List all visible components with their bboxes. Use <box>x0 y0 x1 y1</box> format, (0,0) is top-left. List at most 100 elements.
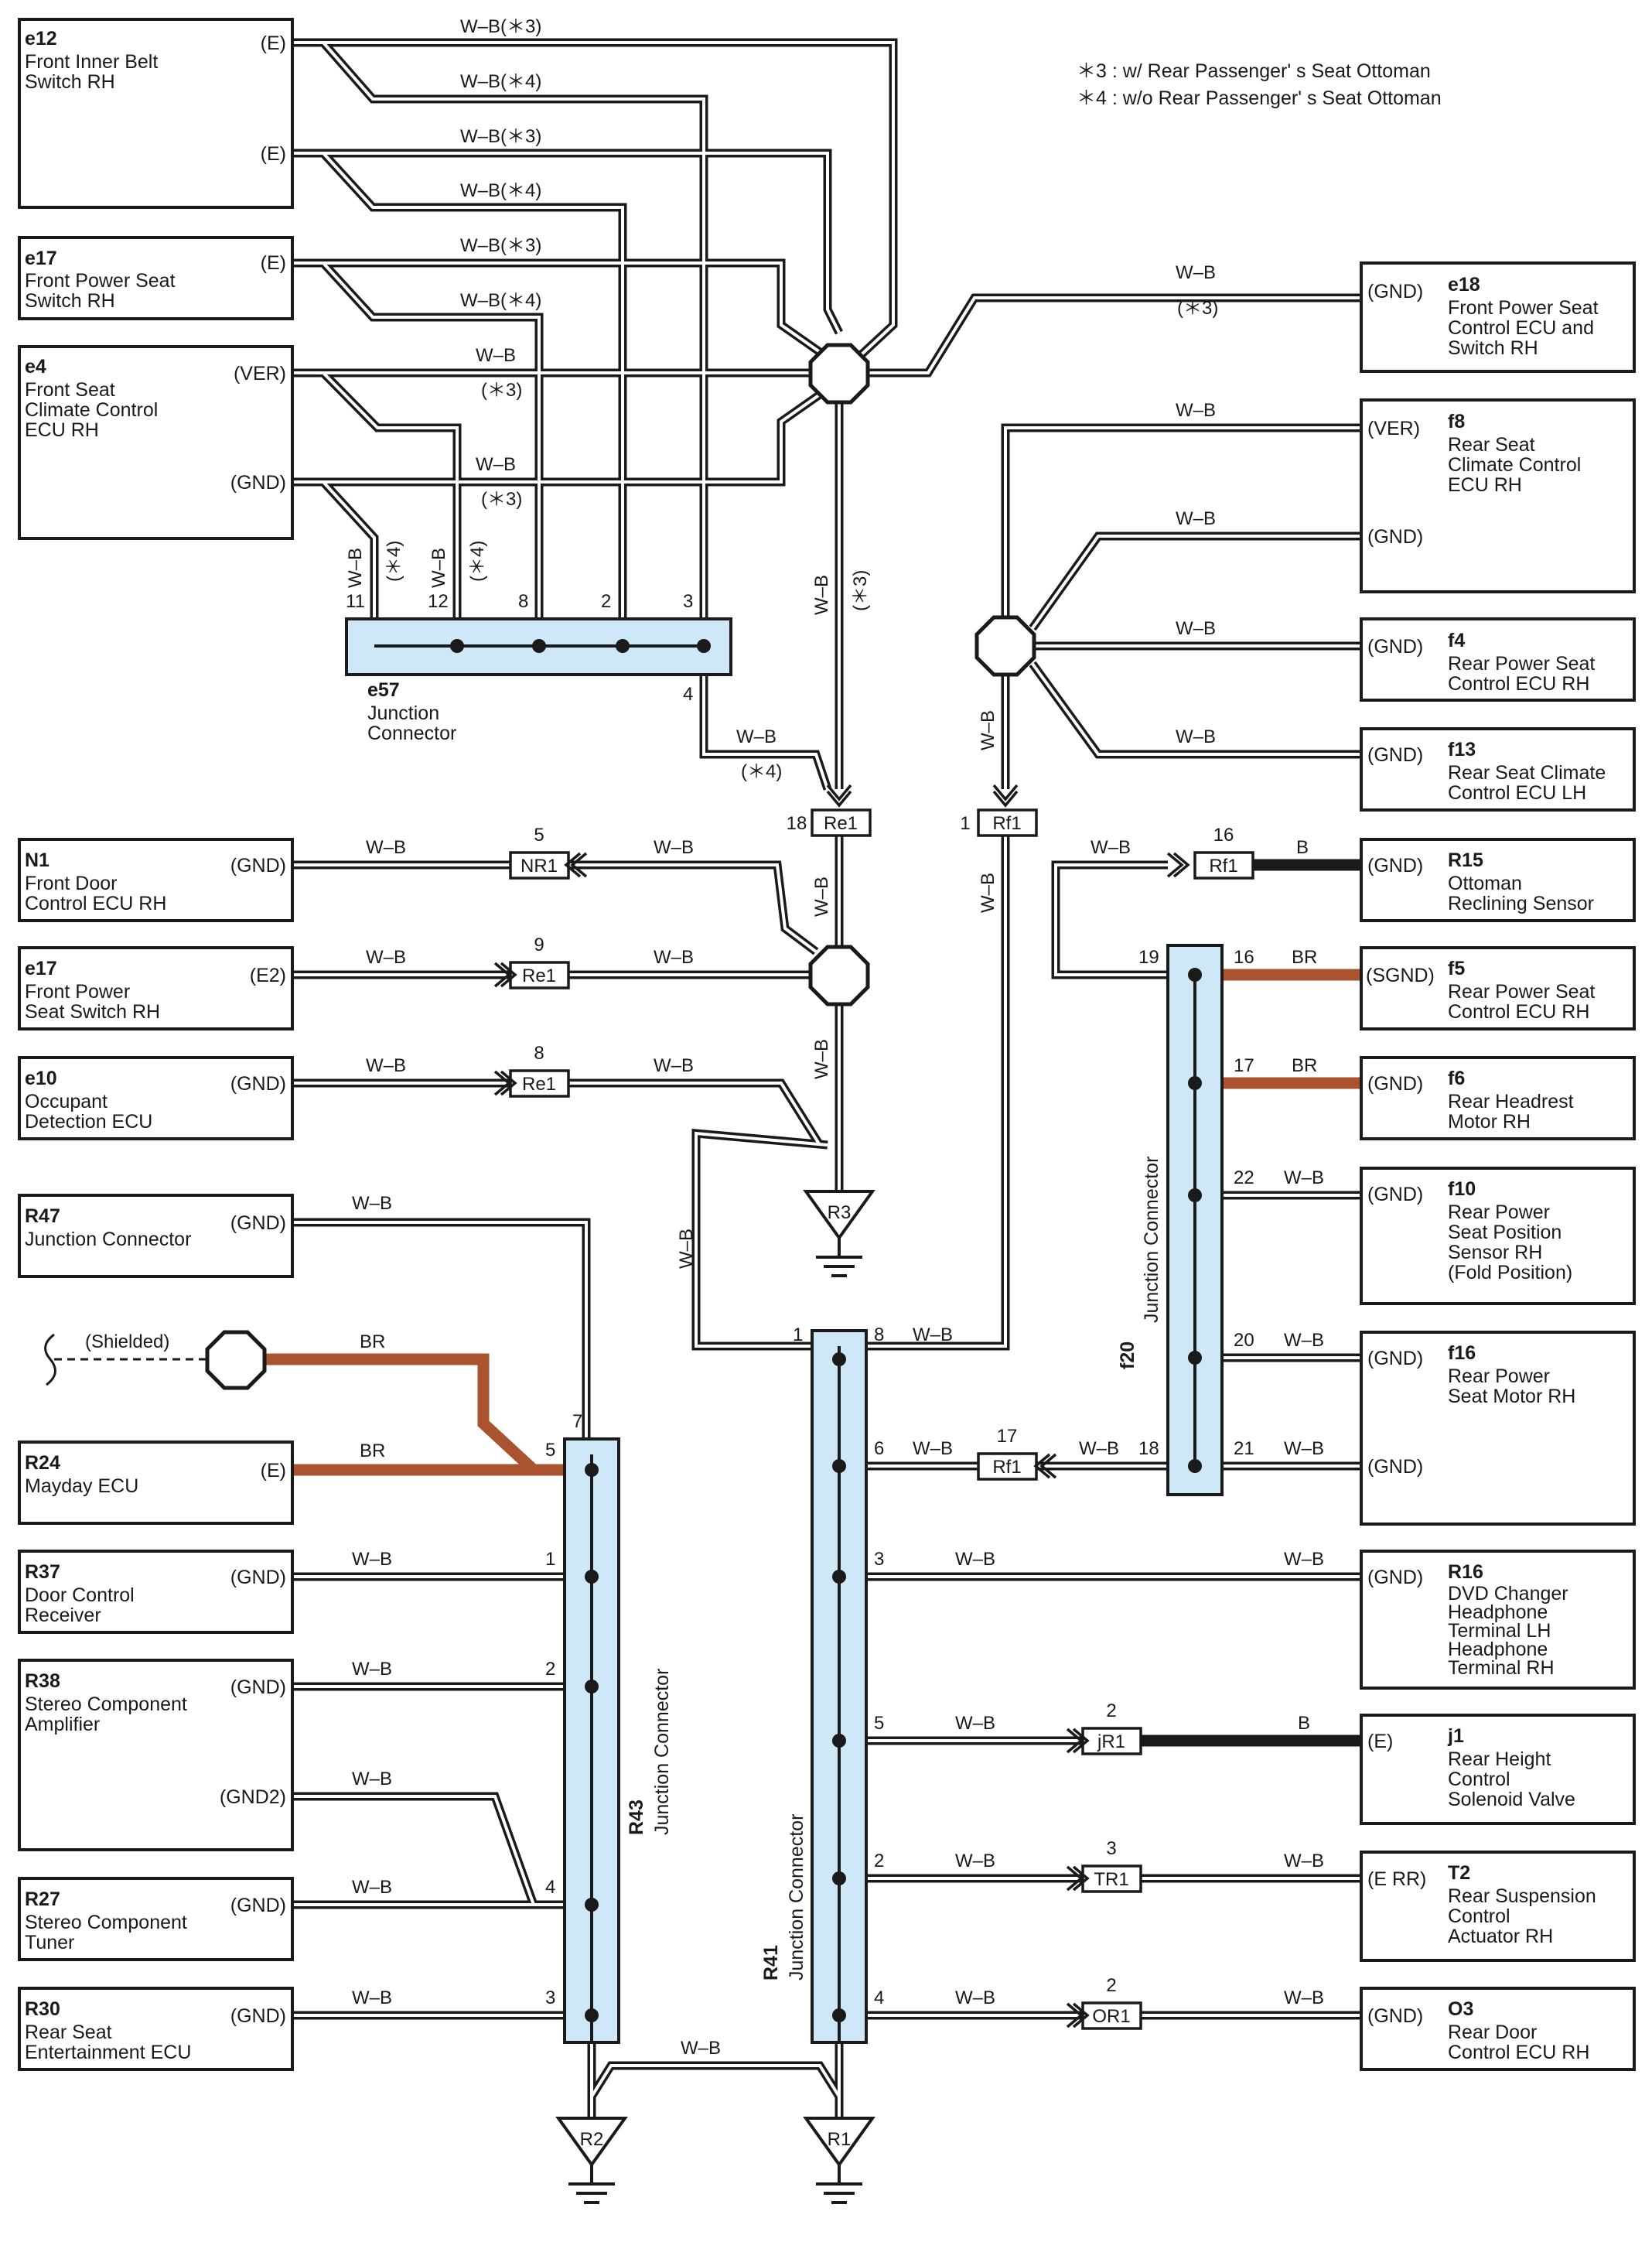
wire-label: W–B <box>955 1713 995 1734</box>
wire-label: W–B <box>1091 837 1131 858</box>
inline-connector-rf1-b: Rf1 16 <box>1166 825 1254 880</box>
pin-label: (GND) <box>1367 2005 1423 2027</box>
pin-label: (GND) <box>1367 636 1423 658</box>
wire-label: W–B <box>366 947 406 968</box>
wire <box>588 2061 843 2099</box>
pin-number: 12 <box>428 591 449 612</box>
connector-code: R37 <box>25 1561 60 1583</box>
connector-e17a: e17 Front Power Seat Switch RH (E) <box>25 248 286 312</box>
connector-r24-box <box>18 1441 294 1525</box>
connector-e4-box <box>18 345 294 540</box>
connector-line: Switch RH <box>25 71 115 93</box>
inline-connector-rf1-a: Rf1 1 <box>960 784 1038 837</box>
ground-label: R3 <box>828 1202 852 1223</box>
pin-number: 22 <box>1234 1167 1254 1188</box>
wire-core <box>590 2064 841 2098</box>
wire-label: W–B <box>352 1193 392 1214</box>
wire-label: (Shielded) <box>85 1331 169 1352</box>
svg-text:2: 2 <box>1106 1975 1116 1996</box>
wire-label: BR <box>1292 947 1317 968</box>
connector-line: DVD Changer <box>1448 1583 1568 1605</box>
pin-label: (GND) <box>230 2005 286 2027</box>
svg-text:Rf1: Rf1 <box>992 813 1021 834</box>
connector-line: Door Control <box>25 1584 135 1606</box>
ground-r3: R3 <box>803 1190 875 1277</box>
wire-label: W–B <box>1284 1167 1324 1188</box>
connector-line: Terminal LH <box>1448 1620 1551 1642</box>
connector-f16: (GND) (GND) f16 Rear Power Seat Motor RH <box>1367 1342 1575 1478</box>
connector-code: R47 <box>25 1205 60 1227</box>
connector-code: f5 <box>1448 958 1465 979</box>
connector-e10: e10 Occupant Detection ECU (GND) <box>25 1068 286 1133</box>
wire-label: W–B <box>1176 618 1216 639</box>
connector-o3: (GND) O3 Rear Door Control ECU RH <box>1367 1998 1589 2063</box>
wire-label: (＊3) <box>1177 298 1218 319</box>
pin-label: (GND) <box>230 1676 286 1698</box>
wire-core <box>292 261 821 354</box>
pin-label: (E RR) <box>1367 1868 1426 1890</box>
connector-f6: (GND) f6 Rear Headrest Motor RH <box>1367 1068 1574 1133</box>
wire-label: W–B <box>913 1324 953 1345</box>
wire-label: (＊4) <box>384 541 404 582</box>
pin-number: 4 <box>683 684 693 705</box>
connector-f8: (VER) (GND) f8 Rear Seat Climate Control… <box>1367 411 1581 548</box>
connector-line: Rear Suspension <box>1448 1885 1596 1907</box>
connector-f10-box <box>1360 1167 1636 1305</box>
connector-code: e17 <box>25 248 57 269</box>
connector-line: Junction Connector <box>25 1229 191 1250</box>
pin-label: (GND) <box>230 855 286 877</box>
wire-label: W–B(＊4) <box>460 290 541 311</box>
inline-connector-jr1: jR1 2 <box>1066 1700 1142 1755</box>
pin-number: 5 <box>545 1440 555 1461</box>
connector-line: Front Inner Belt <box>25 51 158 73</box>
connector-e17b: e17 Front Power Seat Switch RH (E2) <box>25 958 286 1023</box>
wire-core <box>1054 863 1168 976</box>
wire-label: W–B <box>955 1549 995 1570</box>
connector-e18: (GND) e18 Front Power Seat Control ECU a… <box>1367 274 1599 359</box>
svg-text:18: 18 <box>787 813 807 834</box>
wire-label: W–B(＊3) <box>460 235 541 256</box>
svg-text:3: 3 <box>1106 1838 1116 1859</box>
wire-label: B <box>1296 837 1309 858</box>
wire-core <box>868 296 1361 374</box>
connector-code: f10 <box>1448 1178 1476 1200</box>
shield-break-icon <box>44 1333 56 1386</box>
connector-e12: e12 Front Inner Belt Switch RH (E) (E) <box>25 28 286 165</box>
pin-label: (GND) <box>230 1212 286 1234</box>
wire <box>868 293 1361 378</box>
wire-label: W–B <box>811 575 832 615</box>
wire-label: W–B(＊4) <box>460 71 541 92</box>
svg-text:Re1: Re1 <box>522 1074 556 1095</box>
connector-f4-box <box>1360 617 1636 702</box>
connector-f10: (GND) f10 Rear Power Seat Position Senso… <box>1367 1178 1572 1283</box>
connector-r16-box <box>1360 1550 1636 1690</box>
connector-line: Control ECU RH <box>1448 2042 1589 2063</box>
svg-text:5: 5 <box>534 825 544 846</box>
wire-label: W–B <box>352 1877 392 1898</box>
pin-number: 4 <box>545 1877 555 1898</box>
pin-label: (VER) <box>1367 418 1420 439</box>
pin-label: (GND) <box>1367 1567 1423 1588</box>
ground-icon <box>803 2117 875 2168</box>
connector-line: ECU RH <box>25 419 99 441</box>
connector-t2: (E RR) T2 Rear Suspension Control Actuat… <box>1367 1862 1596 1947</box>
connector-code: j1 <box>1447 1725 1464 1747</box>
pin-label: (GND) <box>1367 855 1423 877</box>
wire <box>292 149 843 335</box>
connector-line: Rear Height <box>1448 1748 1551 1770</box>
wire <box>1029 531 1361 631</box>
connector-line: Switch RH <box>25 290 115 312</box>
wire-label: B <box>1298 1713 1310 1734</box>
connector-e18-box <box>1360 261 1636 373</box>
connector-f5: (SGND) f5 Rear Power Seat Control ECU RH <box>1366 958 1595 1023</box>
connector-f4: (GND) f4 Rear Power Seat Control ECU RH <box>1367 630 1595 695</box>
connector-code: e10 <box>25 1068 57 1089</box>
wire-label: W–B <box>366 837 406 858</box>
wire-label: W–B <box>736 726 777 747</box>
connector-code: e4 <box>25 356 46 378</box>
connector-e17a-box <box>18 236 294 320</box>
connector-line: Switch RH <box>1448 337 1538 359</box>
connector-line: Control ECU RH <box>1448 673 1589 695</box>
wire-label: W–B <box>811 877 832 917</box>
wire <box>292 258 823 356</box>
